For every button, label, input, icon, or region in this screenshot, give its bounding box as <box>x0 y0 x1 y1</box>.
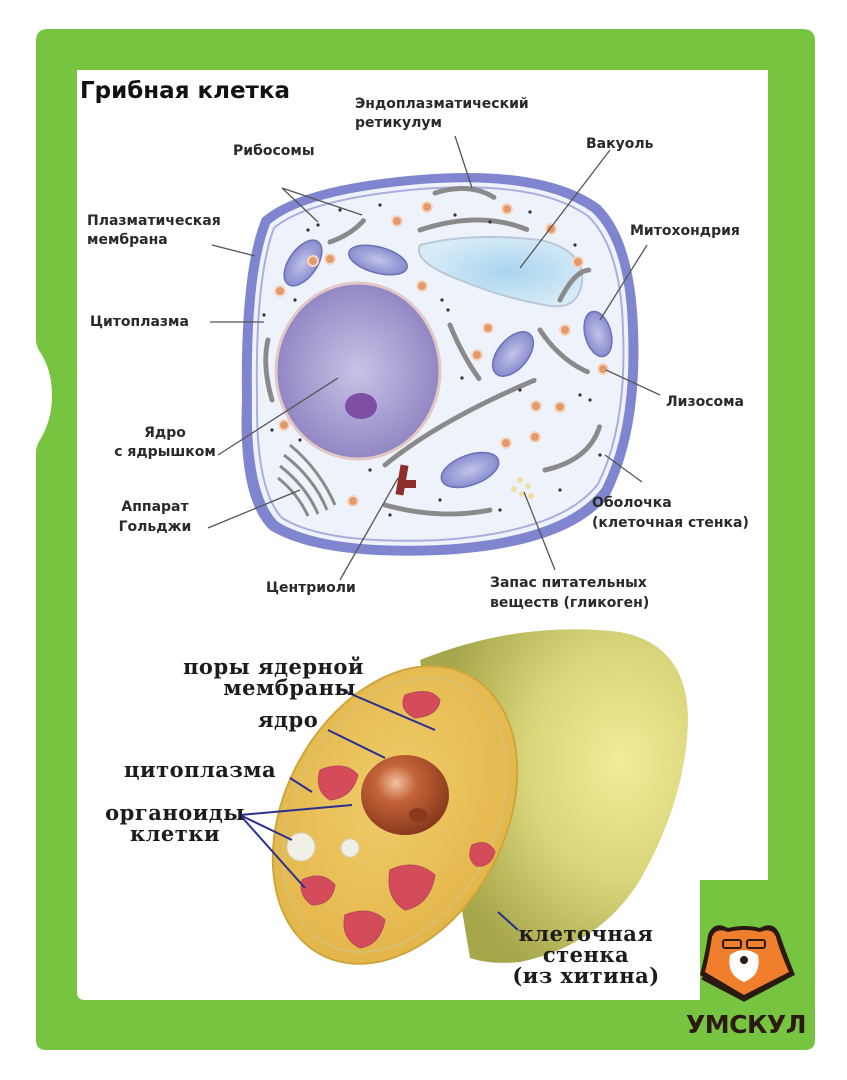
label-cell-wall-bottom-line3: (из хитина) <box>512 963 660 988</box>
label-vacuole: Вакуоль <box>586 136 654 152</box>
label-centrioles: Центриоли <box>266 580 356 596</box>
label-nuclear-pores-line2: мембраны <box>223 675 356 700</box>
vacuole <box>417 235 584 308</box>
label-glycogen-line1: Запас питательных <box>490 575 647 591</box>
label-glycogen-line2: веществ (гликоген) <box>490 595 650 611</box>
golgi-apparatus <box>277 443 337 517</box>
label-lysosome: Лизосома <box>666 394 744 410</box>
mitochondria <box>283 239 613 489</box>
nucleolus-3d <box>409 808 427 822</box>
label-golgi-line1: Аппарат <box>121 499 189 515</box>
label-ribosomes: Рибосомы <box>233 143 315 159</box>
leader-lines <box>207 135 661 581</box>
label-mitochondria: Митохондрия <box>630 223 740 239</box>
endoplasmic-reticulum <box>263 186 603 517</box>
label-nuclear-pores-line1: поры ядерной <box>183 654 364 679</box>
diagram-title: Грибная клетка <box>80 78 290 104</box>
nucleus-3d <box>361 755 449 835</box>
nucleus <box>274 281 442 461</box>
label-cell-wall-bottom-line2: стенка <box>542 942 630 967</box>
organoids <box>300 690 496 949</box>
nucleolus <box>345 393 377 419</box>
label-plasma-membrane-line1: Плазматическая <box>87 213 221 229</box>
label-nucleus-bottom: ядро <box>258 707 319 732</box>
vacuoles-white <box>286 832 360 862</box>
label-er-line2: ретикулум <box>355 115 442 131</box>
label-cell-wall-bottom-line1: клеточная <box>518 921 654 946</box>
label-cytoplasm: Цитоплазма <box>90 314 189 330</box>
leader-lines-bottom <box>239 687 519 931</box>
label-cell-wall-line2: (клеточная стенка) <box>592 515 749 531</box>
ribosomes <box>262 203 602 517</box>
label-cytoplasm-bottom: цитоплазма <box>124 757 277 782</box>
label-cell-wall-line1: Оболочка <box>592 495 672 511</box>
label-organoids-line1: органоиды <box>105 800 245 825</box>
label-er-line1: Эндоплазматический <box>355 96 529 112</box>
bear-with-glasses-book-icon <box>700 925 795 1002</box>
lysosomes <box>274 201 609 507</box>
logo-text: УМСКУЛ <box>686 1010 806 1039</box>
label-organoids-line2: клетки <box>129 821 221 846</box>
label-nucleus-line1: Ядро <box>144 425 186 441</box>
label-golgi-line2: Гольджи <box>118 519 192 535</box>
label-nucleus-line2: с ядрышком <box>114 444 216 460</box>
centriole <box>395 464 416 496</box>
label-plasma-membrane-line2: мембрана <box>87 232 168 248</box>
